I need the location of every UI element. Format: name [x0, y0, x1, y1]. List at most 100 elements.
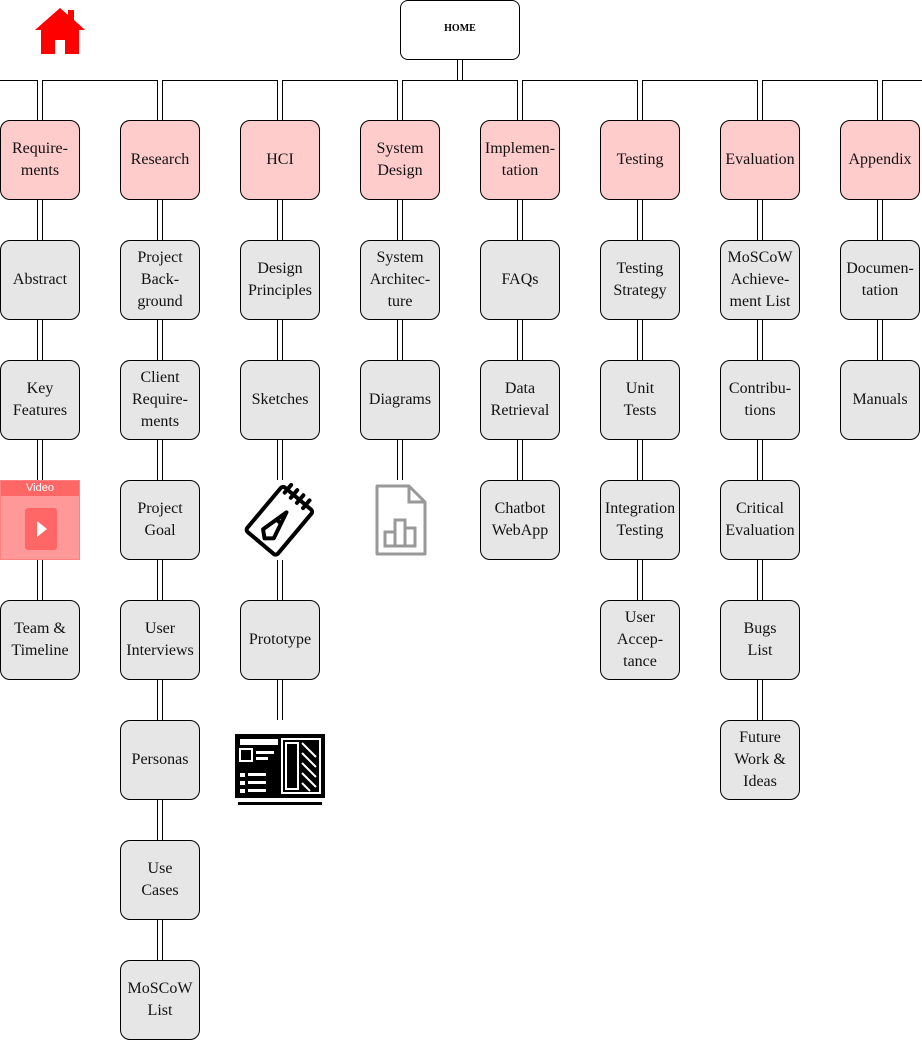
page-label: MoSCoW Achieve- ment List [727, 249, 793, 310]
page-node[interactable]: Critical Evaluation [720, 480, 800, 560]
page-node[interactable]: System Architec- ture [360, 240, 440, 320]
row-connector [757, 440, 763, 480]
category-node[interactable]: Evaluation [720, 120, 800, 200]
column-connector [517, 80, 523, 120]
page-node[interactable]: Use Cases [120, 840, 200, 920]
page-node[interactable]: Unit Tests [600, 360, 680, 440]
page-node[interactable]: Documen- tation [840, 240, 920, 320]
page-node[interactable]: Testing Strategy [600, 240, 680, 320]
page-node[interactable]: Data Retrieval [480, 360, 560, 440]
page-label: Sketches [251, 391, 309, 408]
home-button[interactable]: HOME [400, 0, 520, 60]
row-connector [637, 440, 643, 480]
column-connector [37, 80, 43, 120]
category-label: System Design [376, 140, 424, 179]
page-node[interactable]: Manuals [840, 360, 920, 440]
row-connector [757, 560, 763, 600]
column-connector [277, 80, 283, 120]
page-label: Design Principles [248, 260, 312, 299]
page-node[interactable]: Key Features [0, 360, 80, 440]
column-connector [877, 80, 883, 120]
category-node[interactable]: Research [120, 120, 200, 200]
home-connector [457, 60, 463, 80]
page-node[interactable]: Client Require- ments [120, 360, 200, 440]
row-connector [277, 440, 283, 480]
page-label: MoSCoW List [127, 980, 193, 1019]
page-node[interactable]: Abstract [0, 240, 80, 320]
row-connector [877, 200, 883, 240]
row-connector [157, 440, 163, 480]
page-label: Bugs List [743, 620, 777, 659]
page-node[interactable]: Prototype [240, 600, 320, 680]
page-label: Prototype [248, 631, 312, 648]
row-connector [877, 320, 883, 360]
page-label: Project Goal [137, 500, 183, 539]
page-label: System Architec- ture [369, 249, 431, 310]
page-node[interactable]: Sketches [240, 360, 320, 440]
category-label: HCI [266, 151, 294, 168]
row-connector [637, 560, 643, 600]
row-connector [157, 200, 163, 240]
category-node[interactable]: Require- ments [0, 120, 80, 200]
category-node[interactable]: Testing [600, 120, 680, 200]
video-label: Video [26, 482, 54, 494]
page-node[interactable]: Future Work & Ideas [720, 720, 800, 800]
row-connector [277, 320, 283, 360]
page-label: Team & Timeline [11, 620, 69, 659]
page-node[interactable]: User Interviews [120, 600, 200, 680]
page-node[interactable]: Design Principles [240, 240, 320, 320]
page-node[interactable]: MoSCoW List [120, 960, 200, 1040]
page-node[interactable]: Contribu- tions [720, 360, 800, 440]
category-node[interactable]: Implemen- tation [480, 120, 560, 200]
row-connector [757, 320, 763, 360]
notepad-pencil-icon [244, 482, 315, 557]
row-connector [277, 680, 283, 720]
page-label: FAQs [501, 271, 539, 288]
page-node[interactable]: Bugs List [720, 600, 800, 680]
category-label: Evaluation [725, 151, 795, 168]
column-connector [157, 80, 163, 120]
row-connector [157, 800, 163, 840]
page-label: Testing Strategy [613, 260, 667, 299]
column-connector [397, 80, 403, 120]
page-node[interactable]: User Accep- tance [600, 600, 680, 680]
page-node[interactable]: Chatbot WebApp [480, 480, 560, 560]
page-label: Client Require- ments [132, 369, 188, 430]
row-connector [37, 200, 43, 240]
page-node[interactable]: Project Goal [120, 480, 200, 560]
page-node[interactable]: Integration Testing [600, 480, 680, 560]
category-node[interactable]: System Design [360, 120, 440, 200]
row-connector [157, 320, 163, 360]
video-play-icon[interactable] [25, 508, 57, 550]
home-icon [35, 8, 85, 54]
wireframe-icon [235, 734, 325, 805]
page-label: Abstract [12, 271, 68, 288]
category-label: Appendix [848, 151, 912, 168]
column-connector [757, 80, 763, 120]
page-label: Project Back- ground [137, 249, 183, 310]
row-connector [157, 920, 163, 960]
page-node[interactable]: MoSCoW Achieve- ment List [720, 240, 800, 320]
page-label: User Interviews [126, 620, 194, 659]
category-label: Implemen- tation [484, 140, 556, 179]
video-embed[interactable]: Video [0, 480, 80, 560]
page-label: Integration Testing [604, 500, 676, 539]
page-node[interactable]: Project Back- ground [120, 240, 200, 320]
page-node[interactable]: FAQs [480, 240, 560, 320]
category-label: Research [130, 151, 190, 168]
row-connector [37, 320, 43, 360]
category-label: Testing [616, 151, 664, 168]
category-node[interactable]: HCI [240, 120, 320, 200]
page-node[interactable]: Diagrams [360, 360, 440, 440]
category-node[interactable]: Appendix [840, 120, 920, 200]
page-label: Key Features [12, 380, 68, 419]
row-connector [397, 200, 403, 240]
row-connector [517, 440, 523, 480]
row-connector [517, 200, 523, 240]
page-label: Personas [131, 751, 189, 768]
page-node[interactable]: Team & Timeline [0, 600, 80, 680]
row-connector [277, 560, 283, 600]
page-node[interactable]: Personas [120, 720, 200, 800]
home-label: HOME [444, 23, 476, 34]
